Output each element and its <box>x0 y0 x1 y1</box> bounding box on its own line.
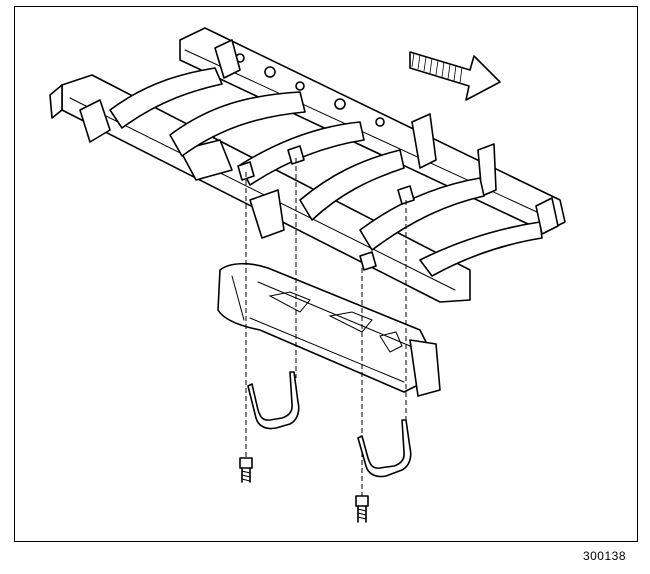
bolt-icon <box>239 457 369 523</box>
fuel-tank-shield-icon <box>217 262 441 397</box>
forward-direction-arrow-icon <box>409 51 501 101</box>
vehicle-frame-icon <box>49 27 566 307</box>
mounting-strap-icon <box>247 371 412 478</box>
figure-code: 300138 <box>582 549 626 563</box>
alignment-lines <box>245 158 407 500</box>
